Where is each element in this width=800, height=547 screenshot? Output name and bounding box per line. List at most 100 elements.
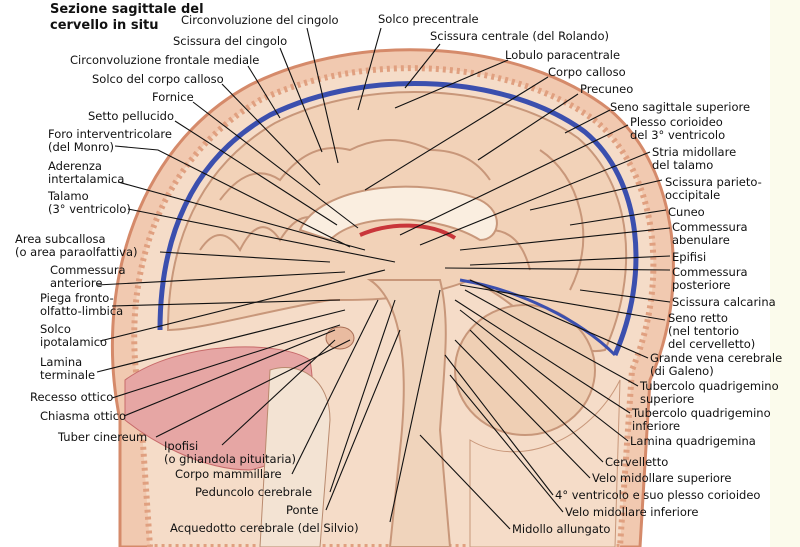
label-epifisi: Epifisi: [672, 251, 706, 264]
leader-line-corpo-calloso: [364, 76, 549, 191]
leader-line-tubercolo-quadrigemino-superiore: [464, 289, 639, 387]
leader-line-velo-midollare-superiore: [454, 339, 591, 479]
label-ipofisi: Ipofisi(o ghiandola pituitaria): [164, 440, 296, 466]
label-line: Seno sagittale superiore: [610, 100, 751, 114]
label-line: Grande vena cerebrale: [650, 351, 783, 365]
label-tuber-cinereum: Tuber cinereum: [58, 431, 147, 444]
corpus-callosum: [298, 185, 498, 242]
label-line: Cervelletto: [605, 455, 669, 469]
leader-line-corpo-mammillare: [291, 299, 379, 475]
leader-line-scissura-parieto-occipitale: [529, 179, 663, 211]
label-lobulo-paracentrale: Lobulo paracentrale: [505, 49, 620, 62]
label-line: Ipofisi: [164, 439, 199, 453]
leader-line-midollo-allungato: [419, 434, 511, 530]
background-panel: [770, 0, 800, 547]
leader-line-circonvoluzione-cingolo: [306, 27, 339, 164]
label-scissura-calcarina: Scissura calcarina: [672, 296, 776, 309]
label-line: Scissura centrale (del Rolando): [430, 29, 609, 43]
label-line: Ponte: [286, 503, 319, 517]
label-line: Circonvoluzione del cingolo: [181, 13, 339, 27]
choroid-plexus: [359, 223, 457, 240]
label-grande-vena-cerebrale: Grande vena cerebrale(di Galeno): [650, 352, 782, 378]
label-line: (o area paraolfattiva): [15, 245, 138, 259]
label-line: Commessura: [672, 220, 748, 234]
leader-line-tubercolo-quadrigemino-inferiore: [454, 299, 631, 414]
label-line: occipitale: [665, 188, 721, 202]
label-solco-corpo-calloso: Solco del corpo calloso: [92, 73, 224, 86]
label-chiasma-ottico: Chiasma ottico: [40, 410, 126, 423]
label-lamina-quadrigemina: Lamina quadrigemina: [630, 435, 756, 448]
label-cuneo: Cuneo: [668, 206, 705, 219]
label-line: Area subcallosa: [15, 232, 106, 246]
leader-line-aderenza-intertalamica: [117, 181, 366, 251]
label-line: olfatto-limbica: [40, 304, 124, 318]
leader-line-peduncolo-cerebrale: [329, 299, 396, 493]
leader-line-solco-corpo-calloso: [221, 83, 321, 186]
label-circonvoluzione-frontale-mediale: Circonvoluzione frontale mediale: [70, 54, 259, 67]
leader-line-commessura-abenulare: [459, 227, 671, 251]
label-line: terminale: [40, 368, 96, 382]
label-precuneo: Precuneo: [580, 83, 633, 96]
leader-line-scissura-calcarina: [579, 289, 671, 303]
leader-line-seno-sagittale-superiore: [564, 109, 611, 134]
label-line: Fornice: [152, 90, 194, 104]
label-line: posteriore: [672, 278, 731, 292]
occipital-bone: [469, 379, 621, 547]
label-line: abenulare: [672, 233, 730, 247]
label-line: Setto pellucido: [88, 109, 174, 123]
leader-line-velo-midollare-inferiore: [449, 374, 564, 513]
label-midollo-allungato: Midollo allungato: [512, 523, 610, 536]
label-fornice: Fornice: [152, 91, 194, 104]
leader-line-quarto-ventricolo: [444, 354, 554, 496]
label-line: 4° ventricolo e suo plesso corioideo: [555, 488, 761, 502]
label-line: Circonvoluzione frontale mediale: [70, 53, 260, 67]
leader-line-solco-precentrale: [357, 27, 382, 111]
leader-line-lobulo-paracentrale: [394, 59, 509, 109]
leader-line-scissura-centrale: [404, 43, 441, 89]
leader-line-setto-pellucido: [174, 120, 338, 226]
brainstem: [366, 279, 452, 547]
label-line: (del Monro): [48, 140, 114, 154]
label-line: Lamina quadrigemina: [630, 434, 756, 448]
label-line: Precuneo: [580, 82, 634, 96]
label-line: Lobulo paracentrale: [505, 48, 621, 62]
label-line: Foro interventricolare: [48, 127, 172, 141]
label-line: del cervelletto): [668, 337, 756, 351]
cerebrum: [166, 91, 628, 353]
label-line: Cuneo: [668, 205, 705, 219]
label-corpo-mammillare: Corpo mammillare: [175, 468, 282, 481]
label-foro-interventricolare: Foro interventricolare(del Monro): [48, 128, 172, 154]
leader-line-precuneo: [477, 93, 579, 161]
leader-line-grande-vena-cerebrale: [469, 279, 649, 359]
leader-line-commessura-anteriore: [96, 271, 346, 286]
leader-line-fornice: [192, 101, 359, 229]
label-scissura-centrale: Scissura centrale (del Rolando): [430, 30, 609, 43]
label-line: (di Galeno): [650, 364, 714, 378]
label-line: Tubercolo quadrigemino: [632, 406, 771, 420]
label-setto-pellucido: Setto pellucido: [88, 110, 174, 123]
leader-line-lamina-quadrigemina: [459, 309, 629, 442]
label-line: Recesso ottico: [30, 390, 114, 404]
label-seno-sagittale-superiore: Seno sagittale superiore: [610, 101, 750, 114]
label-line: (o ghiandola pituitaria): [164, 452, 297, 466]
title-line: Sezione sagittale del: [50, 2, 204, 17]
label-line: Tubercolo quadrigemino: [640, 379, 779, 393]
label-corpo-calloso: Corpo calloso: [548, 66, 626, 79]
label-line: Epifisi: [672, 250, 707, 264]
title-line: cervello in situ: [50, 18, 159, 33]
leader-line-cervelletto: [469, 329, 604, 463]
label-line: anteriore: [50, 276, 103, 290]
label-recesso-ottico: Recesso ottico: [30, 391, 113, 404]
label-line: superiore: [640, 392, 695, 406]
label-cervelletto: Cervelletto: [605, 456, 668, 469]
label-line: Solco: [40, 322, 71, 336]
label-scissura-cingolo: Scissura del cingolo: [173, 35, 287, 48]
label-line: Talamo: [48, 189, 89, 203]
